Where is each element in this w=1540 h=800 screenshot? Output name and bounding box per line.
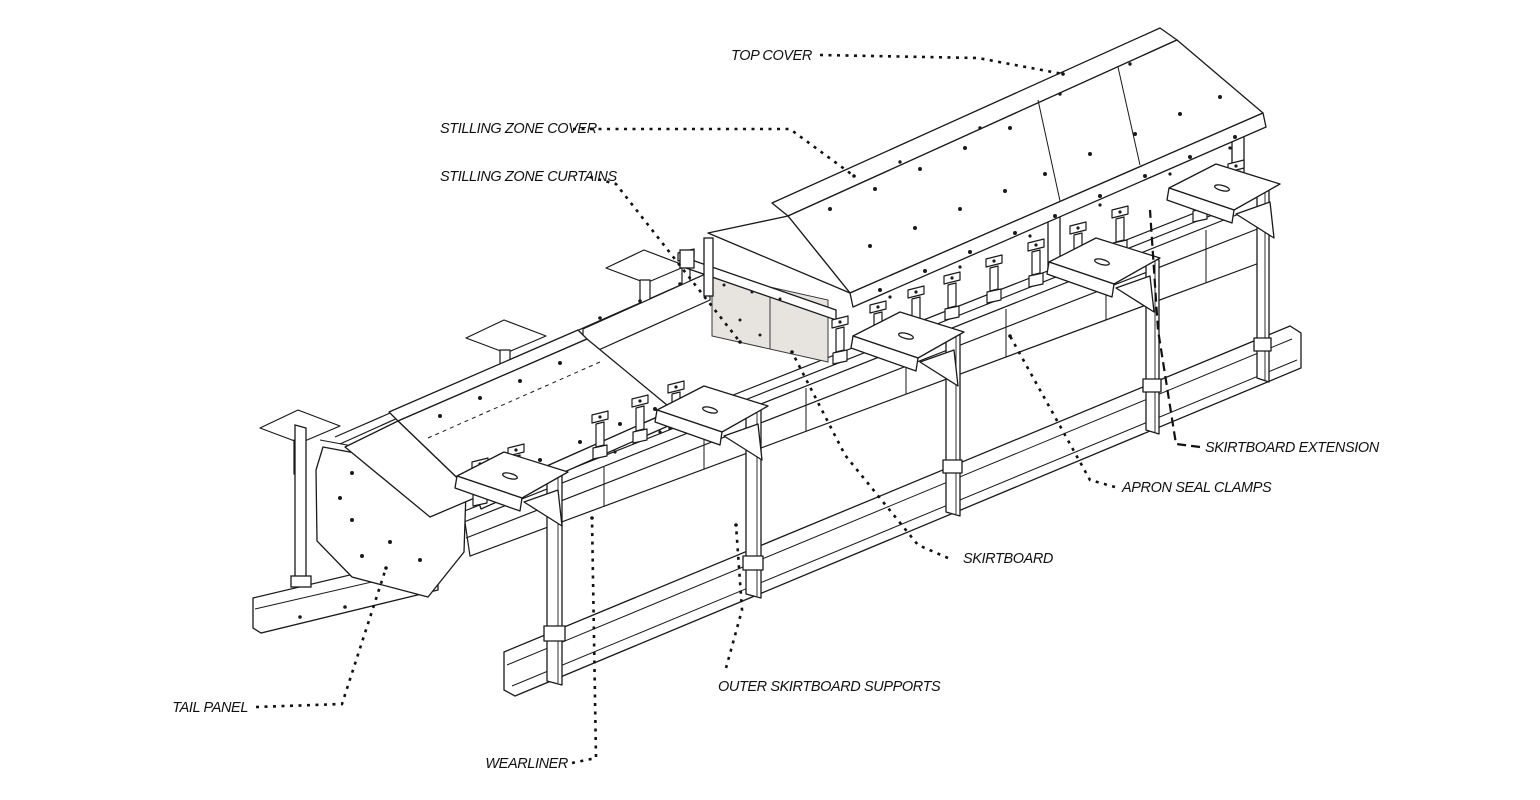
label-stilling-zone-cover: STILLING ZONE COVER <box>440 121 598 137</box>
stilling-zone-cover-gable <box>707 215 851 294</box>
label-skirtboard: SKIRTBOARD <box>963 551 1053 567</box>
tail-post <box>294 424 307 586</box>
leader-outer-skirtboard-supports <box>724 524 744 669</box>
leader-apron-seal-clamps <box>1008 335 1116 489</box>
leader-tail-panel <box>255 567 388 709</box>
callouts: TOP COVER STILLING ZONE COVER STILLING Z… <box>172 48 1380 772</box>
label-skirtboard-extension: SKIRTBOARD EXTENSION <box>1205 440 1380 456</box>
label-outer-skirtboard-supports: OUTER SKIRTBOARD SUPPORTS <box>718 679 941 695</box>
leader-stilling-zone-curtains <box>589 175 742 343</box>
leader-skirtboard <box>790 351 949 560</box>
label-tail-panel: TAIL PANEL <box>172 700 248 716</box>
top-covers <box>707 27 1267 308</box>
label-apron-seal-clamps: APRON SEAL CLAMPS <box>1121 480 1272 496</box>
leader-skirtboard-extension <box>1148 209 1201 449</box>
label-wearliner: WEARLINER <box>485 756 569 772</box>
label-top-cover: TOP COVER <box>731 48 813 64</box>
outer-skirtboard-supports <box>454 163 1281 686</box>
leader-top-cover <box>819 53 1064 76</box>
label-stilling-zone-curtains: STILLING ZONE CURTAINS <box>440 169 618 185</box>
